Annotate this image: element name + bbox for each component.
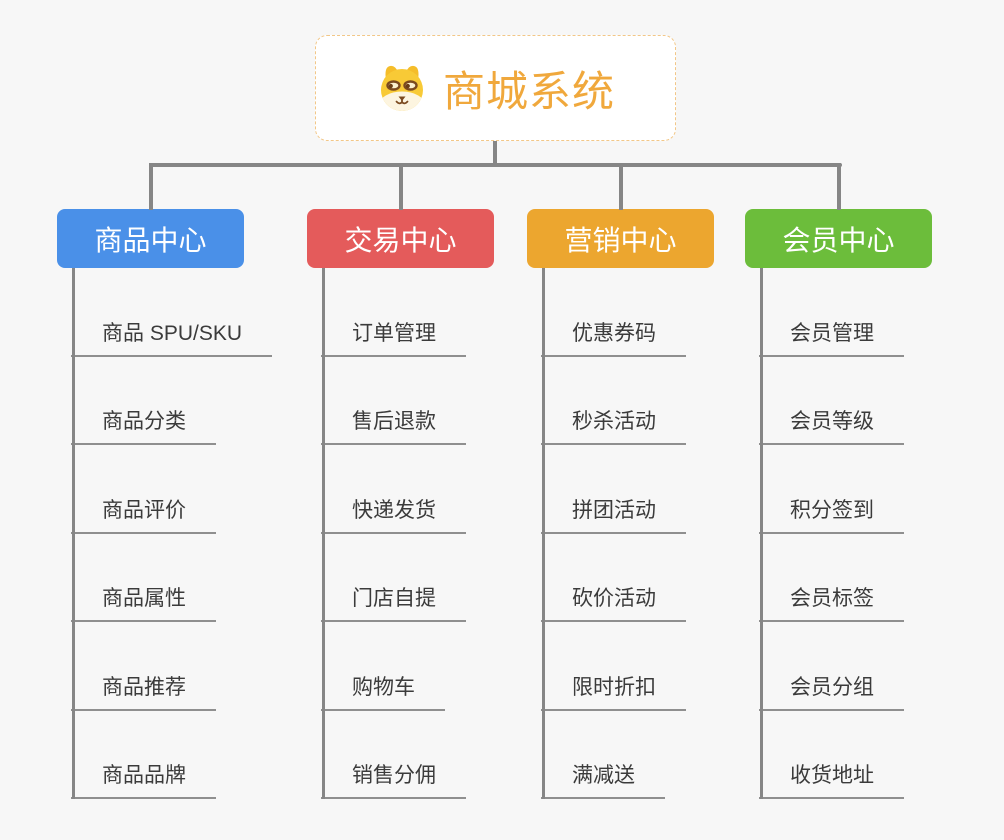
sub-topic-row: 快递发货 [321,445,557,534]
connector-branch-drop [619,163,623,210]
sub-topic-row: 秒杀活动 [541,357,777,445]
branch-topic[interactable]: 营销中心 [527,209,714,268]
sub-topic[interactable]: 会员管理 [759,317,904,357]
sub-topic[interactable]: 商品评价 [71,494,216,534]
branch-connector-line [760,268,763,799]
connector-bus-line [150,163,842,167]
sub-topic-list: 订单管理售后退款快递发货门店自提购物车销售分佣 [307,268,557,799]
branch-column: 会员中心 会员管理会员等级积分签到会员标签会员分组收货地址 [745,209,995,799]
sub-topic-row: 商品分类 [71,357,307,445]
connector-root-stub [493,140,497,165]
branch-column: 商品中心 商品 SPU/SKU 商品分类商品评价商品属性商品推荐商品品牌 [57,209,307,799]
sub-topic-row: 商品推荐 [71,622,307,711]
sub-topic-row: 限时折扣 [541,622,777,711]
sub-topic[interactable]: 商品 SPU/SKU [71,317,273,357]
sub-topic[interactable]: 积分签到 [759,494,904,534]
sub-topic[interactable]: 销售分佣 [321,759,466,799]
root-topic[interactable]: 商城系统 [315,35,676,141]
branch-topic-label: 商品中心 [94,224,207,256]
sub-topic-list: 商品 SPU/SKU 商品分类商品评价商品属性商品推荐商品品牌 [57,268,307,799]
root-topic-title: 商城系统 [442,67,615,115]
sub-topic[interactable]: 砍价活动 [541,582,686,622]
sub-topic-row: 销售分佣 [321,711,557,799]
sub-topic-row: 砍价活动 [541,534,777,622]
branch-topic-label: 会员中心 [782,224,895,256]
connector-branch-drop [837,163,841,210]
branch-column: 交易中心 订单管理售后退款快递发货门店自提购物车销售分佣 [307,209,557,799]
sub-topic-row: 订单管理 [321,268,557,357]
sub-topic[interactable]: 会员标签 [759,582,904,622]
sub-topic-row: 商品评价 [71,445,307,534]
sub-topic[interactable]: 满减送 [541,759,665,799]
sub-topic-row: 售后退款 [321,357,557,445]
branch-topic-label: 营销中心 [564,224,677,256]
sub-topic-row: 商品品牌 [71,711,307,799]
branch-topic-label: 交易中心 [344,224,457,256]
sub-topic-row: 积分签到 [759,445,995,534]
sub-topic-row: 商品属性 [71,534,307,622]
branch-topic[interactable]: 会员中心 [745,209,932,268]
sub-topic[interactable]: 会员分组 [759,671,904,711]
sub-topic[interactable]: 商品属性 [71,582,216,622]
sub-topic[interactable]: 购物车 [321,671,445,711]
sub-topic[interactable]: 收货地址 [759,759,904,799]
sub-topic-row: 优惠券码 [541,268,777,357]
sub-topic-row: 拼团活动 [541,445,777,534]
sub-topic-list: 会员管理会员等级积分签到会员标签会员分组收货地址 [745,268,995,799]
branch-topic[interactable]: 交易中心 [307,209,494,268]
sub-topic[interactable]: 商品品牌 [71,759,216,799]
connector-branch-drop [399,163,403,210]
sub-topic[interactable]: 秒杀活动 [541,405,686,445]
sub-topic-list: 优惠券码秒杀活动拼团活动砍价活动限时折扣满减送 [527,268,777,799]
sub-topic[interactable]: 订单管理 [321,317,466,357]
sub-topic-row: 满减送 [541,711,777,799]
sub-topic-row: 会员分组 [759,622,995,711]
sub-topic[interactable]: 会员等级 [759,405,904,445]
sub-topic-row: 会员等级 [759,357,995,445]
sub-topic[interactable]: 优惠券码 [541,317,686,357]
branch-connector-line [542,268,545,799]
sub-topic[interactable]: 商品分类 [71,405,216,445]
sub-topic[interactable]: 快递发货 [321,494,466,534]
sub-topic[interactable]: 售后退款 [321,405,466,445]
sub-topic-row: 门店自提 [321,534,557,622]
sub-topic-row: 会员管理 [759,268,995,357]
branch-connector-line [72,268,75,799]
sub-topic-row: 购物车 [321,622,557,711]
connector-branch-drop [149,163,153,210]
sub-topic[interactable]: 拼团活动 [541,494,686,534]
sub-topic[interactable]: 限时折扣 [541,671,686,711]
branch-connector-line [322,268,325,799]
branch-topic[interactable]: 商品中心 [57,209,244,268]
sub-topic-row: 会员标签 [759,534,995,622]
sub-topic[interactable]: 商品推荐 [71,671,216,711]
sub-topic-row: 商品 SPU/SKU [71,268,307,357]
branch-column: 营销中心 优惠券码秒杀活动拼团活动砍价活动限时折扣满减送 [527,209,777,799]
dog-face-icon [380,65,423,111]
sub-topic-row: 收货地址 [759,711,995,799]
sub-topic[interactable]: 门店自提 [321,582,466,622]
